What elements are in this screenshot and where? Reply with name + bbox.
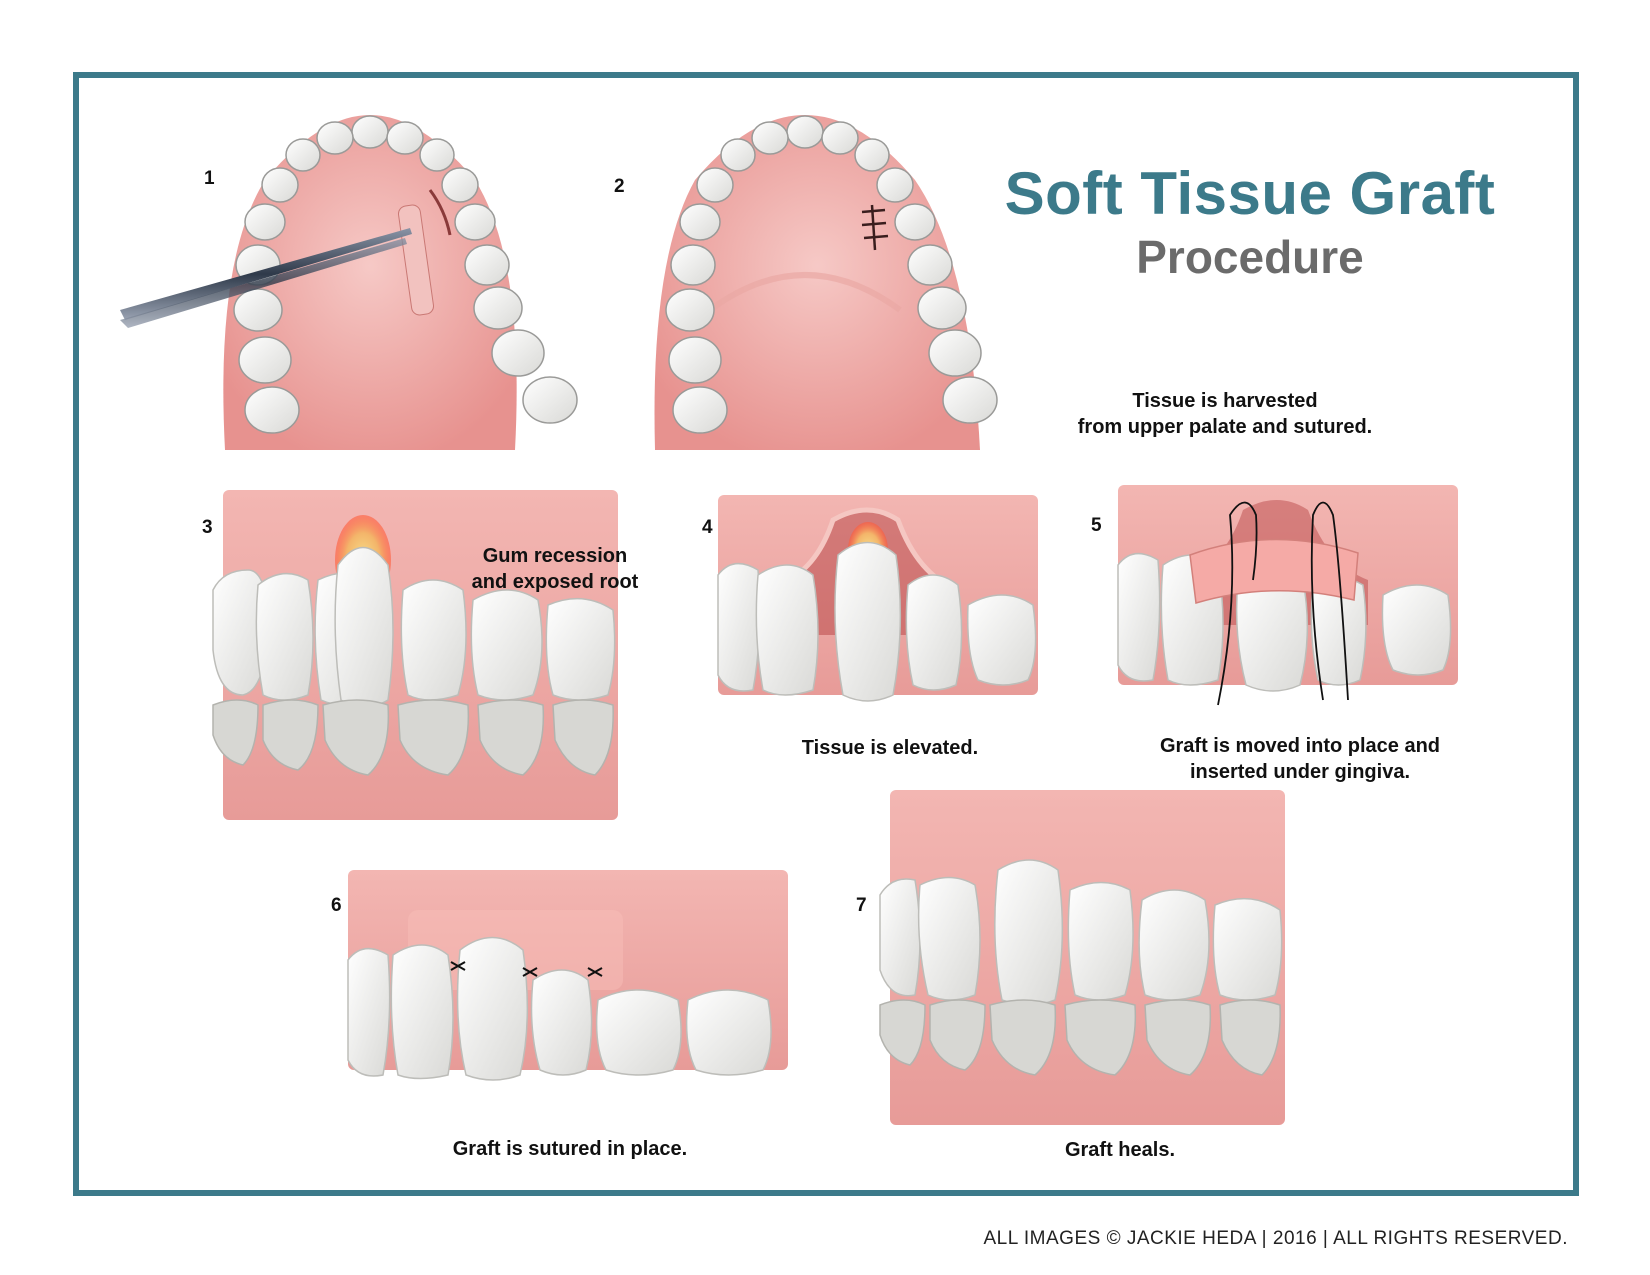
step-3-caption: Gum recession and exposed root xyxy=(471,545,639,593)
step-7-illustration xyxy=(879,790,1300,1130)
diagram-title-block: Soft Tissue Graft Procedure xyxy=(950,160,1550,284)
step-7-caption: Graft heals. xyxy=(1064,1139,1176,1161)
diagram-title: Soft Tissue Graft xyxy=(1004,160,1496,227)
step-4-caption: Tissue is elevated. xyxy=(801,737,979,759)
step-5-illustration xyxy=(1117,485,1468,710)
step-6-number: 6 xyxy=(331,895,342,916)
step-1-illustration xyxy=(120,110,610,460)
step-1-number: 1 xyxy=(204,168,215,189)
copyright-footer: ALL IMAGES © JACKIE HEDA | 2016 | ALL RI… xyxy=(983,1228,1568,1249)
diagram-frame xyxy=(73,72,1579,1196)
step-4-number: 4 xyxy=(702,517,713,538)
step-2-caption: Tissue is harvested from upper palate an… xyxy=(1077,390,1373,438)
step-4-illustration xyxy=(717,495,1048,705)
step-2-number: 2 xyxy=(614,176,625,197)
step-3-number: 3 xyxy=(202,517,213,538)
step-5-number: 5 xyxy=(1091,515,1102,536)
step-6-caption: Graft is sutured in place. xyxy=(452,1138,688,1160)
step-3-illustration xyxy=(212,490,633,830)
step-2-illustration xyxy=(650,110,1040,460)
step-5-caption: Graft is moved into place and inserted u… xyxy=(1159,735,1441,783)
step-7-number: 7 xyxy=(856,895,867,916)
diagram-subtitle: Procedure xyxy=(1136,231,1364,283)
step-6-illustration xyxy=(347,870,788,1081)
